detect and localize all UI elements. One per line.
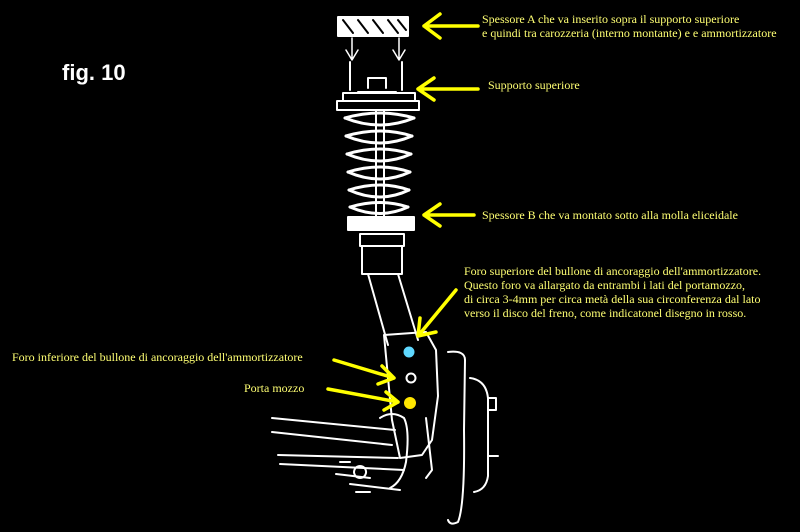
note-line: Questo foro va allargato da entrambi i l… [464, 278, 746, 292]
note-upper-bolt-hole: Foro superiore del bullone di ancoraggio… [464, 264, 761, 320]
hub-marker-dot [404, 397, 416, 409]
strut-body-drawing [359, 233, 419, 346]
arrow-upper-mount [416, 76, 480, 102]
upper-mount-drawing [336, 61, 420, 111]
note-upper-mount: Supporto superiore [488, 78, 580, 92]
note-lower-bolt-hole: Foro inferiore del bullone di ancoraggio… [12, 350, 303, 364]
note-line: Spessore A che va inserito sopra il supp… [482, 12, 740, 26]
arrow-lower-bolt-hole [332, 358, 396, 386]
coil-spring-drawing [343, 109, 416, 221]
arrow-hub-carrier [326, 387, 400, 412]
note-hub-carrier: Porta mozzo [244, 381, 304, 395]
note-line: verso il disco del freno, come indicaton… [464, 306, 747, 320]
spacer-a-drawing [337, 16, 409, 61]
note-spacer-a: Spessore A che va inserito sopra il supp… [482, 12, 777, 40]
figure-label: fig. 10 [62, 60, 126, 85]
brake-disc-drawing [447, 350, 499, 525]
note-line: e quindi tra carozzeria (interno montant… [482, 26, 777, 40]
note-line: Foro superiore del bullone di ancoraggio… [464, 264, 762, 278]
arrow-spacer-a [422, 12, 480, 40]
note-line: Supporto superiore [488, 78, 580, 92]
note-line: Foro inferiore del bullone di ancoraggio… [12, 350, 303, 364]
note-spacer-b: Spessore B che va montato sotto alla mol… [482, 208, 738, 222]
note-line: Spessore B che va montato sotto alla mol… [482, 208, 738, 222]
hub-carrier-drawing [383, 331, 439, 479]
note-line: Porta mozzo [244, 381, 305, 395]
control-arm-drawing [271, 413, 409, 493]
arrow-spacer-b [422, 202, 476, 228]
spacer-b-drawing [347, 216, 415, 231]
note-line: di circa 3-4mm per circa metà della sua … [464, 292, 761, 306]
arrow-upper-bolt-hole [416, 288, 458, 338]
